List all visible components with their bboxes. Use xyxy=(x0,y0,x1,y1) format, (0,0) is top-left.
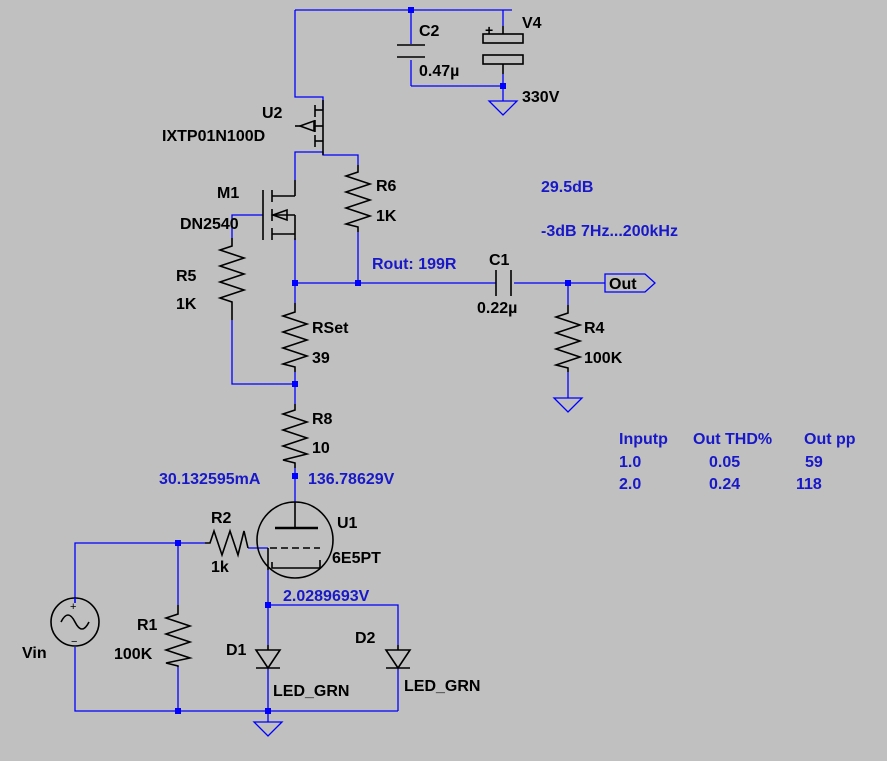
table-cell: 0.24 xyxy=(709,476,740,493)
r5-value: 1K xyxy=(176,296,197,313)
r2-value: 1k xyxy=(211,559,229,576)
cathode-voltage-readout: 2.0289693V xyxy=(283,588,370,605)
r1-ref: R1 xyxy=(137,617,158,634)
m1-mosfet-symbol[interactable] xyxy=(262,180,296,240)
c2-symbol[interactable] xyxy=(397,44,425,58)
r8-resistor-symbol[interactable] xyxy=(280,404,310,468)
anode-voltage-readout: 136.78629V xyxy=(308,471,395,488)
table-cell: 118 xyxy=(796,476,822,493)
c2-value: 0.47µ xyxy=(419,63,459,80)
ground-symbol-output xyxy=(552,397,584,413)
results-table: Inputp Out THD% Out pp 1.0 0.05 59 2.0 0… xyxy=(619,431,856,493)
rset-resistor-symbol[interactable] xyxy=(280,303,310,372)
r8-ref: R8 xyxy=(312,411,333,428)
r1-resistor-symbol[interactable] xyxy=(163,605,194,667)
bandwidth-annotation: -3dB 7Hz...200kHz xyxy=(541,223,678,240)
table-header-out-pp: Out pp xyxy=(804,431,856,448)
v4-battery-symbol[interactable]: + xyxy=(482,22,524,74)
c2-ref: C2 xyxy=(419,23,440,40)
gain-annotation: 29.5dB xyxy=(541,179,593,196)
r2-resistor-symbol[interactable] xyxy=(205,528,249,558)
vin-ref: Vin xyxy=(22,645,47,662)
u2-value: IXTP01N100D xyxy=(162,128,265,145)
table-cell: 59 xyxy=(805,454,823,471)
r8-value: 10 xyxy=(312,440,330,457)
r4-ref: R4 xyxy=(584,320,605,337)
ground-symbol-input xyxy=(252,721,284,737)
u2-mosfet-symbol[interactable] xyxy=(295,100,324,155)
d1-led-symbol[interactable] xyxy=(254,645,282,670)
table-header-out-thd: Out THD% xyxy=(693,431,772,448)
out-port[interactable]: Out xyxy=(604,273,656,293)
table-cell: 1.0 xyxy=(619,454,641,471)
rset-ref: RSet xyxy=(312,320,349,337)
u1-tube-symbol[interactable] xyxy=(256,501,334,579)
rset-value: 39 xyxy=(312,350,330,367)
r4-resistor-symbol[interactable] xyxy=(553,305,583,372)
d2-ref: D2 xyxy=(355,630,376,647)
u1-ref: U1 xyxy=(337,515,358,532)
table-cell: 2.0 xyxy=(619,476,641,493)
svg-text:+: + xyxy=(485,22,493,38)
r2-ref: R2 xyxy=(211,510,232,527)
u2-ref: U2 xyxy=(262,105,283,122)
r5-ref: R5 xyxy=(176,268,197,285)
d1-ref: D1 xyxy=(226,642,247,659)
vin-minus-sign: − xyxy=(71,636,77,648)
ground-symbol-supply xyxy=(487,100,519,116)
m1-ref: M1 xyxy=(217,185,239,202)
r1-value: 100K xyxy=(114,646,153,663)
r6-resistor-symbol[interactable] xyxy=(343,165,373,232)
r4-value: 100K xyxy=(584,350,623,367)
c1-capacitor-symbol[interactable] xyxy=(495,270,512,296)
vin-source-symbol[interactable] xyxy=(50,597,100,647)
r6-value: 1K xyxy=(376,208,397,225)
v4-ref: V4 xyxy=(522,15,542,32)
u1-value: 6E5PT xyxy=(332,550,381,567)
r6-ref: R6 xyxy=(376,178,397,195)
wires xyxy=(74,9,605,722)
d1-value: LED_GRN xyxy=(273,683,349,700)
junction-dots xyxy=(175,7,571,714)
vin-plus-sign: + xyxy=(70,601,76,613)
table-cell: 0.05 xyxy=(709,454,740,471)
table-header-inputp: Inputp xyxy=(619,431,668,448)
c1-ref: C1 xyxy=(489,252,510,269)
v4-value: 330V xyxy=(522,89,560,106)
d2-value: LED_GRN xyxy=(404,678,480,695)
m1-value: DN2540 xyxy=(180,216,239,233)
d2-led-symbol[interactable] xyxy=(384,645,412,670)
anode-current-readout: 30.132595mA xyxy=(159,471,261,488)
r5-resistor-symbol[interactable] xyxy=(217,238,247,320)
rout-annotation: Rout: 199R xyxy=(372,256,457,273)
out-port-label: Out xyxy=(609,276,637,293)
c1-value: 0.22µ xyxy=(477,300,517,317)
